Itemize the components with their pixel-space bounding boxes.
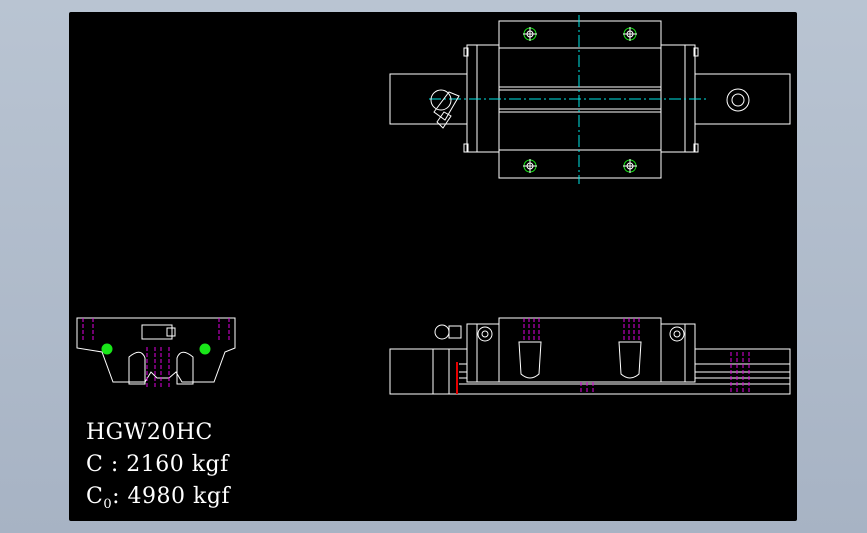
static-load-value: : 4980 kgf — [112, 484, 231, 509]
end-grease-nipple — [141, 324, 173, 340]
cad-viewport[interactable]: HGW20HC C : 2160 kgf C0: 4980 kgf — [69, 12, 797, 521]
block-profile — [76, 317, 236, 383]
end-view — [76, 317, 236, 388]
linear-guide-drawing — [76, 15, 791, 395]
side-view — [389, 317, 791, 395]
dynamic-load-rating: C : 2160 kgf — [86, 452, 229, 477]
mounting-holes — [523, 27, 637, 173]
hidden-lines — [82, 318, 230, 388]
static-load-subscript: 0 — [103, 497, 113, 512]
static-load-rating: C0: 4980 kgf — [86, 484, 230, 518]
model-label: HGW20HC — [86, 420, 213, 445]
static-load-symbol: C — [86, 484, 104, 509]
side-hidden-lines — [523, 318, 750, 394]
top-view — [389, 15, 791, 184]
